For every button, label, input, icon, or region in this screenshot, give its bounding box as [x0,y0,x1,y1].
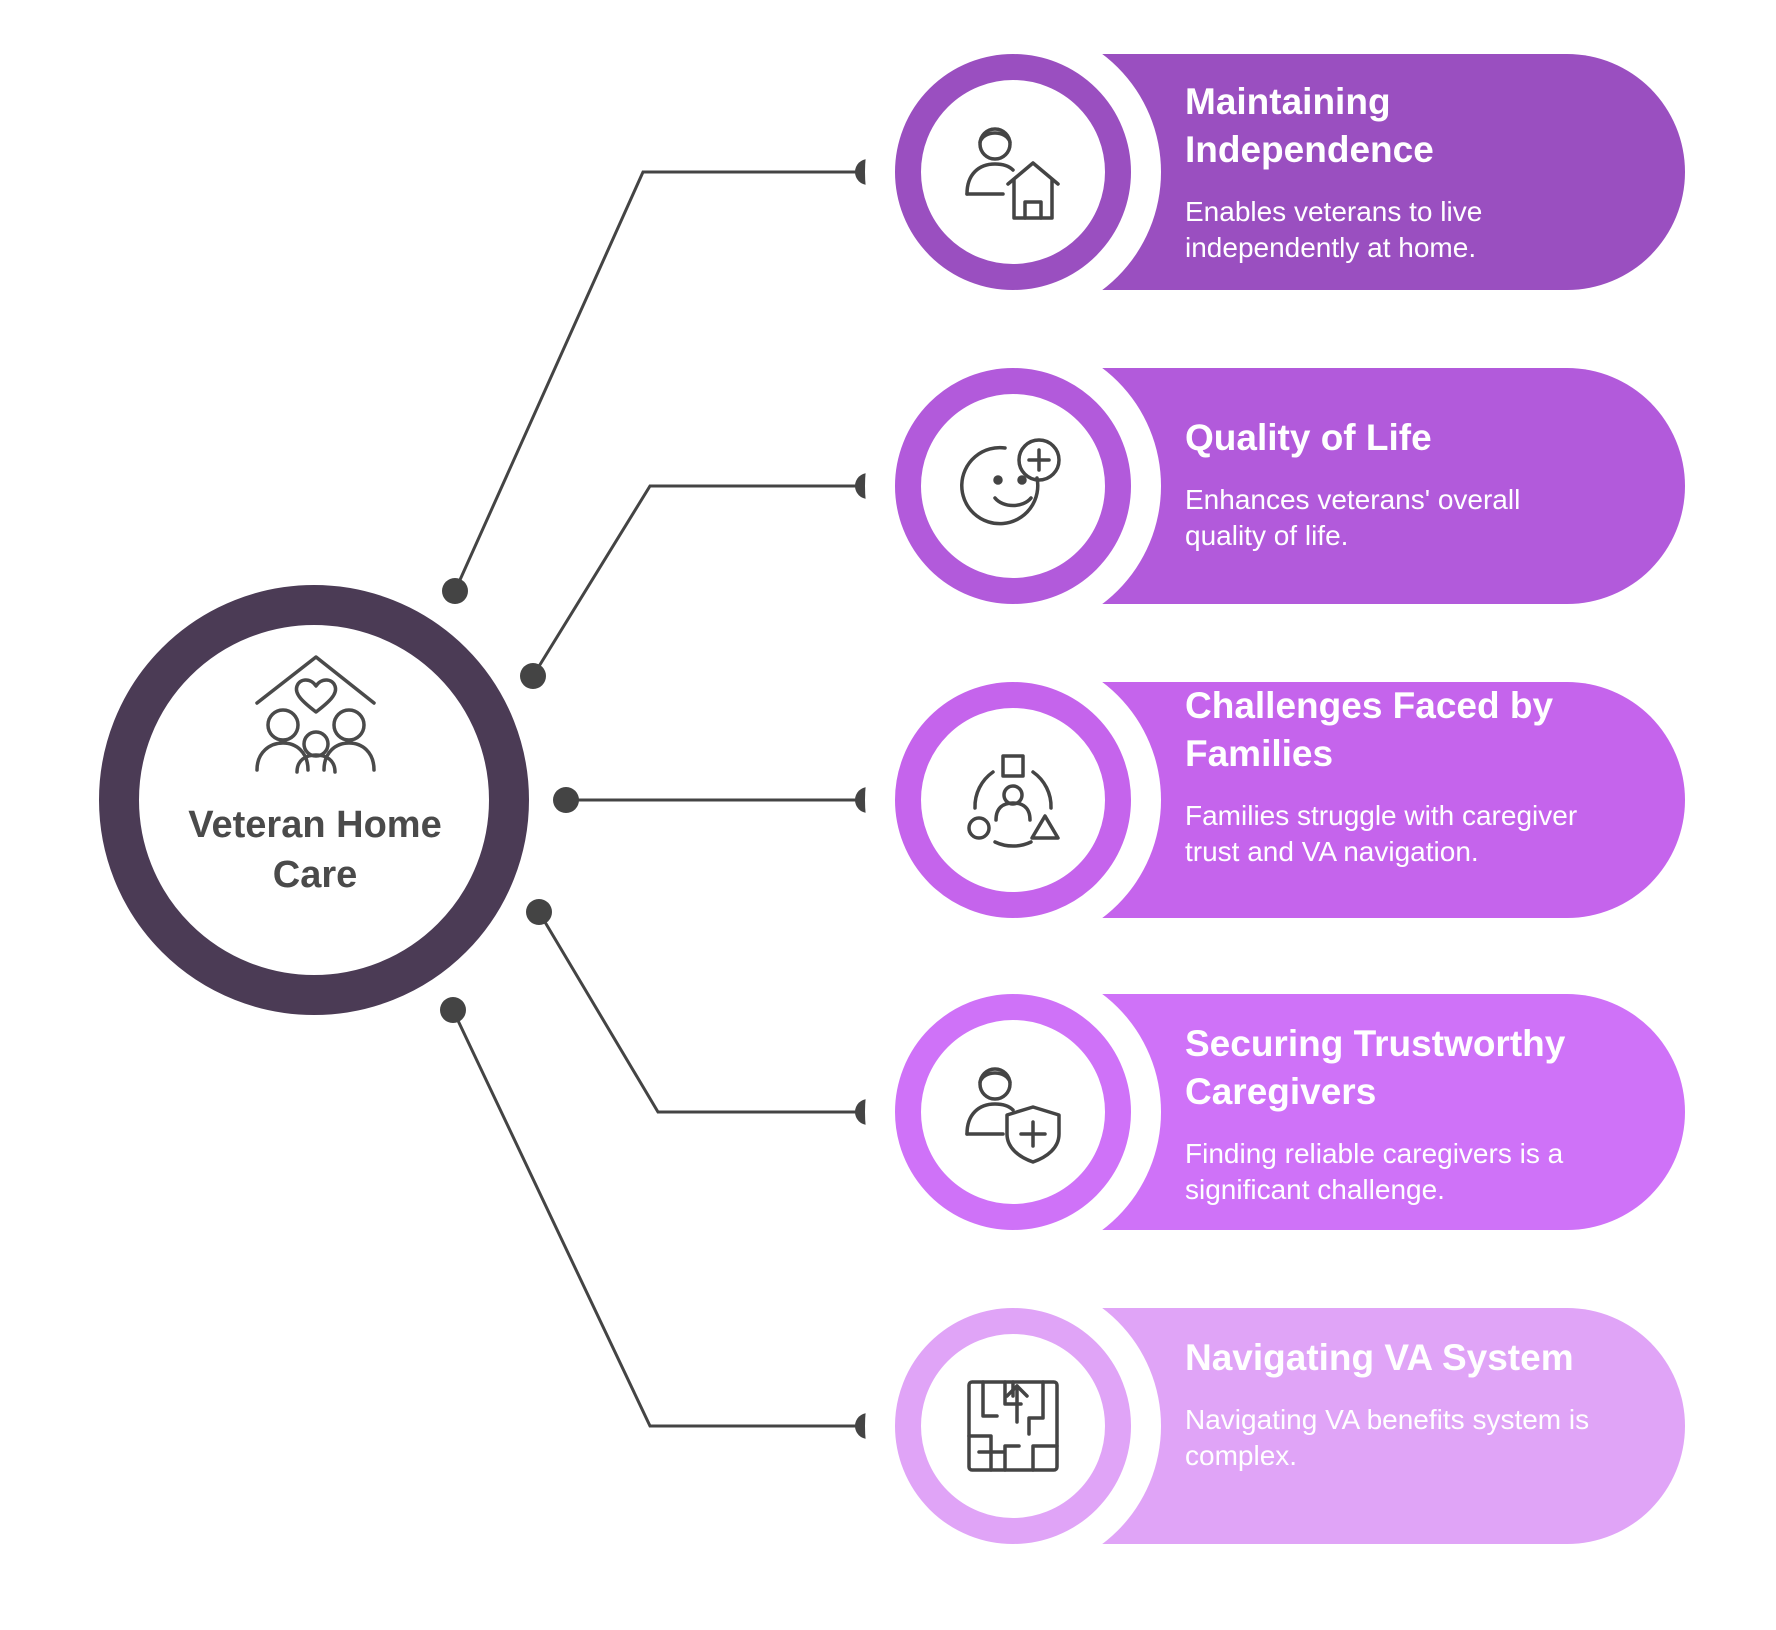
card-text-quality-of-life: Quality of Life Enhances veterans' overa… [1185,414,1605,554]
card-title: Challenges Faced by Families [1185,685,1554,774]
card-icon-ring [895,54,1131,290]
card-icon-ring [895,368,1131,604]
card-2 [865,338,1685,634]
connector-dot [442,578,468,604]
connector-dot [526,899,552,925]
hub-title: Veteran Home Care [188,804,442,896]
card-title: Securing Trustworthy Caregivers [1185,1023,1566,1112]
person-home-icon [965,127,1060,220]
person-shield-icon [965,1067,1061,1164]
card-description: Families struggle with caregiver trust a… [1185,800,1578,867]
connector-4 [537,911,868,1114]
card-description: Enables veterans to live independently a… [1185,196,1483,263]
card-title: Navigating VA System [1185,1337,1574,1378]
card-description: Finding reliable caregivers is a signifi… [1185,1138,1564,1205]
connector-5 [451,1009,868,1428]
hub [99,585,529,1015]
card-pill [1090,1308,1685,1544]
card-4 [865,964,1685,1260]
smiley-plus-icon [960,438,1061,526]
connector-dot [553,787,579,813]
card-description: Navigating VA benefits system is complex… [1185,1404,1590,1471]
card-text-securing-trustworthy-caregivers: Securing Trustworthy Caregivers Finding … [1185,1020,1605,1208]
card-5 [865,1278,1685,1574]
card-pill [1090,994,1685,1230]
card-icon-ring [895,682,1131,918]
maze-icon [967,1380,1059,1472]
hub-ring [99,585,529,1015]
cards [865,24,1685,1574]
card-pill [1090,54,1685,290]
connector-dot [520,663,546,689]
connector-1 [453,170,868,592]
card-description: Enhances veterans' overall quality of li… [1185,484,1521,551]
connector-dot [440,997,466,1023]
card-title: Maintaining Independence [1185,81,1434,170]
person-shapes-icon [967,754,1060,848]
card-pill [1090,368,1685,604]
card-pill [1090,682,1685,918]
card-icon-ring [895,1308,1131,1544]
card-1 [865,24,1685,320]
connectors [451,170,868,1428]
family-home-heart-icon [255,655,376,774]
card-text-challenges-faced-by-families: Challenges Faced by Families Families st… [1185,682,1605,870]
card-text-navigating-va-system: Navigating VA System Navigating VA benef… [1185,1334,1605,1474]
card-title: Quality of Life [1185,417,1432,458]
card-3 [865,652,1685,948]
connector-2 [531,484,868,677]
card-text-maintaining-independence: Maintaining Independence Enables veteran… [1185,78,1605,266]
